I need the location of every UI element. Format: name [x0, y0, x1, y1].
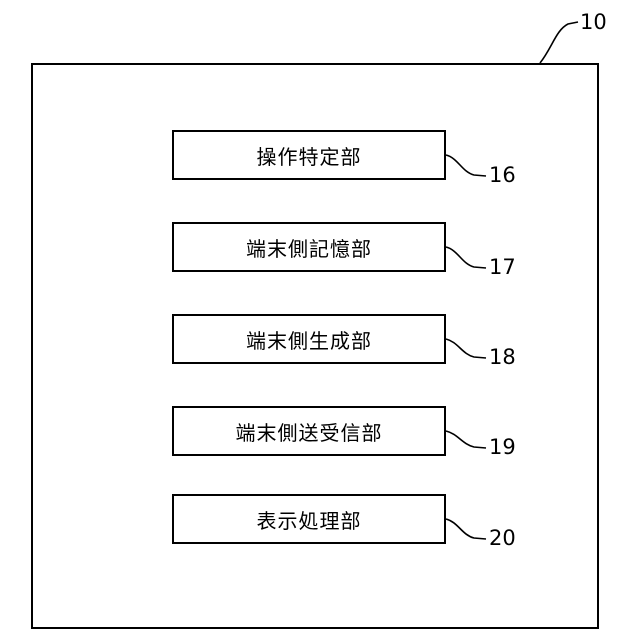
- block-label: 表示処理部: [257, 505, 362, 534]
- block-label: 端末側生成部: [246, 325, 372, 354]
- ref-number-17: 17: [489, 257, 516, 278]
- block-label: 端末側送受信部: [236, 417, 383, 446]
- block-display-processing: 表示処理部: [172, 494, 446, 544]
- leader-line-10: [540, 22, 578, 63]
- block-terminal-storage: 端末側記憶部: [172, 222, 446, 272]
- ref-number-16: 16: [489, 165, 516, 186]
- ref-number-10: 10: [580, 12, 607, 33]
- block-terminal-transceiver: 端末側送受信部: [172, 406, 446, 456]
- block-label: 操作特定部: [257, 141, 362, 170]
- ref-number-20: 20: [489, 528, 516, 549]
- block-label: 端末側記憶部: [246, 233, 372, 262]
- ref-number-19: 19: [489, 437, 516, 458]
- block-operation-identification: 操作特定部: [172, 130, 446, 180]
- block-terminal-generation: 端末側生成部: [172, 314, 446, 364]
- ref-number-18: 18: [489, 347, 516, 368]
